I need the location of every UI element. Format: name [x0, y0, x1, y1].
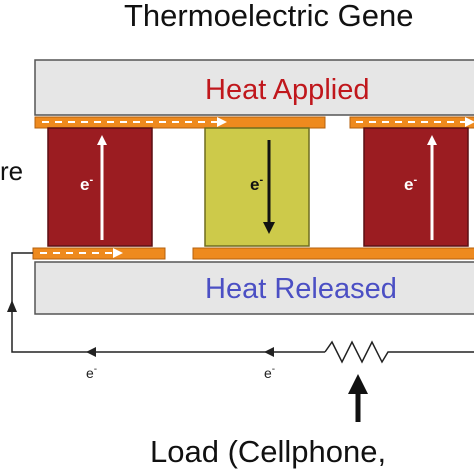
bottom-plate	[34, 261, 474, 315]
n-leg-left	[47, 127, 153, 247]
wire-electron-label-1: e-	[86, 364, 97, 381]
electron-label-right: e-	[404, 174, 417, 194]
bottom-strip-right	[192, 247, 474, 260]
electron-label-middle: e-	[250, 174, 263, 194]
wire-flow-arrow-left-1	[86, 347, 96, 357]
side-label-fragment: re	[0, 156, 23, 186]
top-plate-label: Heat Applied	[205, 74, 369, 106]
wire-flow-arrow-left-2	[264, 347, 274, 357]
p-leg-middle	[204, 127, 310, 247]
load-resistor	[324, 340, 474, 364]
wire-flow-arrow-up	[7, 300, 17, 312]
load-label: Load (Cellphone,	[150, 434, 386, 469]
wire-electron-label-2: e-	[264, 364, 275, 381]
diagram-title: Thermoelectric Gene	[124, 0, 413, 33]
top-strip-left	[34, 116, 326, 129]
electron-label-left: e-	[80, 174, 93, 194]
load-pointer-head	[348, 374, 368, 394]
top-plate	[34, 59, 474, 116]
bottom-plate-label: Heat Released	[205, 273, 397, 305]
n-leg-right	[363, 127, 469, 247]
